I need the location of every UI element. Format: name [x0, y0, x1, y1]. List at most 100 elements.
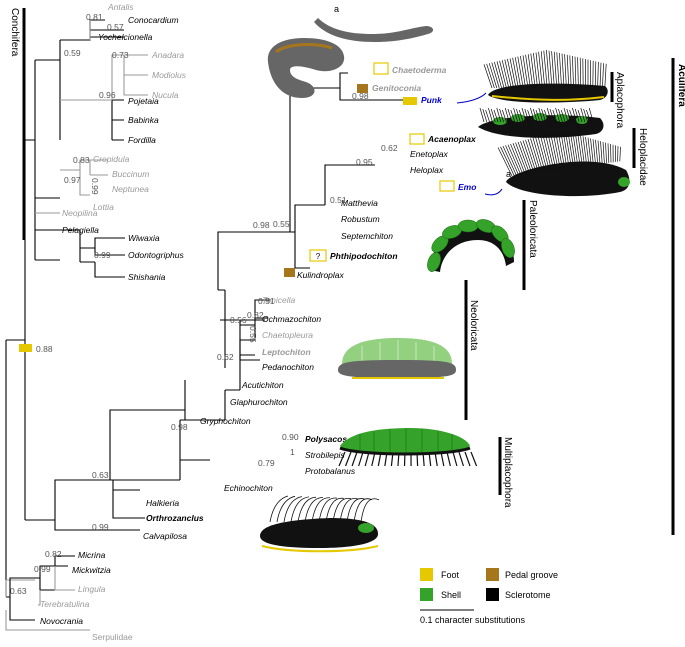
legend-sclerotome-label: Sclerotome [505, 590, 551, 600]
aplacophoran-curled-illustration [268, 38, 344, 98]
taxon-neptunea: Neptunea [112, 184, 149, 194]
spine [513, 58, 519, 88]
spine [575, 57, 576, 88]
taxon-antalis: Antalis [107, 2, 134, 12]
spine [471, 452, 477, 466]
acaenoplax-specimen-illustration [478, 108, 603, 138]
specimen-label: a [334, 4, 339, 14]
taxon-odontogriphus: Odontogriphus [128, 250, 185, 260]
support-value: 0.95 [356, 157, 373, 167]
spine [605, 64, 606, 88]
spine [520, 56, 525, 88]
taxon-septemchiton: Septemchiton [341, 231, 393, 241]
spine [602, 63, 603, 88]
taxon-pojetaia: Pojetaia [128, 96, 159, 106]
support-value: 0.51 [330, 195, 347, 205]
support-value: 0.55 [248, 326, 258, 343]
paleoloricata-label: Paleoloricata [527, 200, 538, 258]
spine [611, 144, 612, 163]
heloplacidae-label: Heloplacidae [637, 128, 648, 186]
conchifera-label: Conchifera [9, 8, 20, 57]
legend-sclerotome-swatch [486, 588, 499, 601]
spine [354, 499, 372, 522]
taxon-wiwaxia: Wiwaxia [128, 233, 160, 243]
taxon-punk: Punk [421, 95, 443, 105]
uncertain-mark: ? [316, 252, 321, 261]
spine [552, 51, 555, 88]
taxon-pedanochiton: Pedanochiton [262, 362, 314, 372]
taxon-orthrozanclus: Orthrozanclus [146, 513, 204, 523]
taxon-modiolus: Modiolus [152, 70, 187, 80]
spine [600, 63, 601, 88]
paleoloricata-illustration [425, 217, 517, 274]
taxon-matthevia: Matthevia [341, 198, 378, 208]
taxon-anadara: Anadara [151, 50, 184, 60]
taxon-chaetopleura: Chaetopleura [262, 330, 313, 340]
spine [595, 61, 596, 88]
neoloricata-label: Neoloricata [468, 300, 479, 351]
taxon-echinochiton: Echinochiton [224, 483, 273, 493]
shell-plate [458, 220, 478, 232]
support-value: 0.90 [282, 432, 299, 442]
support-value: 0.73 [112, 50, 129, 60]
spine [593, 139, 596, 165]
spine [567, 55, 569, 88]
legend-pedal-groove-label: Pedal groove [505, 570, 558, 580]
taxon-mickwitzia: Mickwitzia [72, 565, 111, 575]
tree-branches [6, 20, 405, 597]
support-value: 0.79 [258, 458, 275, 468]
spine [352, 452, 357, 466]
spine [580, 58, 581, 88]
support-value: 0.62 [217, 352, 234, 362]
taxon-shishania: Shishania [128, 272, 166, 282]
support-value: 0.59 [64, 48, 81, 58]
foot-marker-open [410, 134, 424, 144]
support-value: 0.99 [92, 522, 109, 532]
taxon-glaphurochiton: Glaphurochiton [230, 397, 288, 407]
taxon-gryphochiton: Gryphochiton [200, 416, 251, 426]
spine [515, 57, 521, 88]
support-value: 0.56 [230, 315, 247, 325]
spine [596, 140, 598, 165]
taxon-fordilla: Fordilla [128, 135, 156, 145]
support-value: 0.98 [171, 422, 188, 432]
spine [598, 62, 599, 88]
spine [346, 452, 351, 466]
spine [559, 53, 561, 88]
scale-bar-label: 0.1 character substitutions [420, 615, 526, 625]
aplacophora-label: Aplacophora [614, 72, 625, 129]
taxon-lingula: Lingula [78, 584, 106, 594]
spine [565, 54, 567, 88]
spine [531, 54, 535, 88]
taxon-chaetoderma: Chaetoderma [392, 65, 447, 75]
support-value: 0.63 [10, 586, 27, 596]
taxon-babinka: Babinka [128, 115, 159, 125]
support-value: 0.51 [258, 296, 275, 306]
support-value: 0.55 [273, 219, 290, 229]
support-value: 1 [290, 447, 295, 457]
spine [459, 452, 463, 466]
halkieria-illustration [260, 496, 379, 551]
taxon-pelagiella: Pelagiella [62, 225, 99, 235]
spine [606, 143, 607, 164]
taxon-buccinum: Buccinum [112, 169, 149, 179]
specimen-label: a [506, 169, 511, 179]
gray-branches [6, 20, 148, 630]
spine [601, 141, 603, 164]
spine [277, 496, 295, 522]
multiplacophora-label: Multiplacophora [502, 437, 513, 508]
support-value: 0.81 [86, 12, 103, 22]
spine [518, 57, 523, 88]
legend: Foot Pedal groove Shell Sclerotome 0.1 c… [420, 568, 558, 625]
taxon-terebratulina: Terebratulina [40, 599, 90, 609]
spine [347, 499, 365, 522]
spine [620, 147, 621, 162]
emo-specimen-illustration: a [498, 130, 630, 196]
multiplacophora-illustration [339, 428, 477, 466]
legend-pedal-groove-swatch [486, 568, 499, 581]
support-value: 0.88 [36, 344, 53, 354]
taxon-serpulidae: Serpulidae [92, 632, 133, 642]
spine [572, 56, 573, 88]
support-value: 0.62 [381, 143, 398, 153]
